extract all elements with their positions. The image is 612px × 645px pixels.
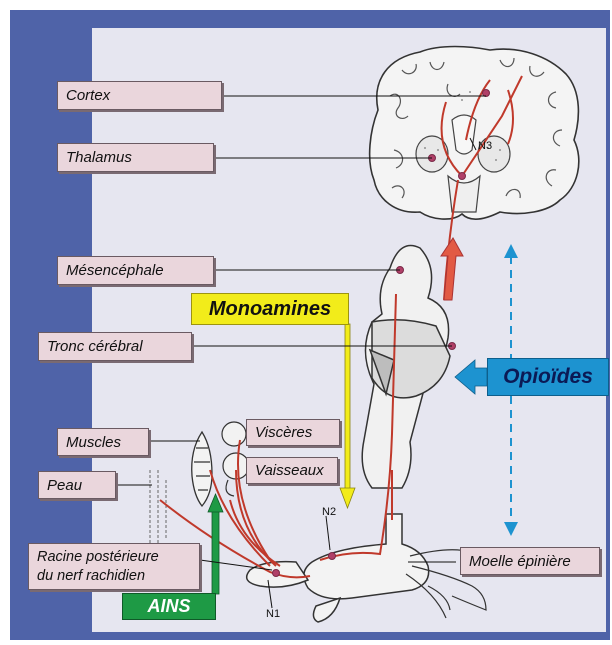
- label-tronc-cerebral-text: Tronc cérébral: [47, 338, 143, 355]
- label-visceres: Viscères: [246, 419, 340, 446]
- ains-text: AINS: [147, 596, 190, 617]
- opioides-arrow: [455, 360, 487, 394]
- label-cortex-text: Cortex: [66, 87, 110, 104]
- label-tronc-cerebral: Tronc cérébral: [38, 332, 192, 361]
- label-racine: Racine postérieure du nerf rachidien: [28, 543, 200, 590]
- opioides-box: Opioïdes: [487, 358, 609, 396]
- neuron-label-n1: N1: [266, 608, 280, 620]
- brainstem: [362, 246, 450, 489]
- label-thalamus-text: Thalamus: [66, 149, 132, 166]
- label-moelle-epiniere: Moelle épinière: [460, 547, 600, 575]
- label-visceres-text: Viscères: [255, 424, 312, 441]
- label-mesencephale: Mésencéphale: [57, 256, 214, 285]
- muscle: [192, 432, 212, 506]
- label-cortex: Cortex: [57, 81, 222, 110]
- monoamines-box: Monoamines: [191, 293, 349, 325]
- monoamines-text: Monoamines: [209, 298, 331, 321]
- monoamines-arrow: [340, 324, 355, 508]
- viscera: [222, 422, 249, 496]
- spinal-cord: [247, 514, 429, 622]
- label-muscles: Muscles: [57, 428, 149, 456]
- label-vaisseaux: Vaisseaux: [246, 457, 338, 484]
- label-racine-line1: Racine postérieure: [37, 548, 159, 567]
- neuron-label-n3: N3: [478, 140, 492, 152]
- skin: [150, 470, 166, 550]
- label-peau-text: Peau: [47, 477, 82, 494]
- neuron-label-n2: N2: [322, 506, 336, 518]
- label-thalamus: Thalamus: [57, 143, 214, 172]
- label-vaisseaux-text: Vaisseaux: [255, 462, 324, 479]
- ains-box: AINS: [122, 593, 216, 620]
- label-mesencephale-text: Mésencéphale: [66, 262, 164, 279]
- label-racine-line2: du nerf rachidien: [37, 567, 145, 586]
- label-peau: Peau: [38, 471, 116, 499]
- label-moelle-epiniere-text: Moelle épinière: [469, 553, 571, 570]
- label-muscles-text: Muscles: [66, 434, 121, 451]
- opioides-text: Opioïdes: [503, 365, 593, 389]
